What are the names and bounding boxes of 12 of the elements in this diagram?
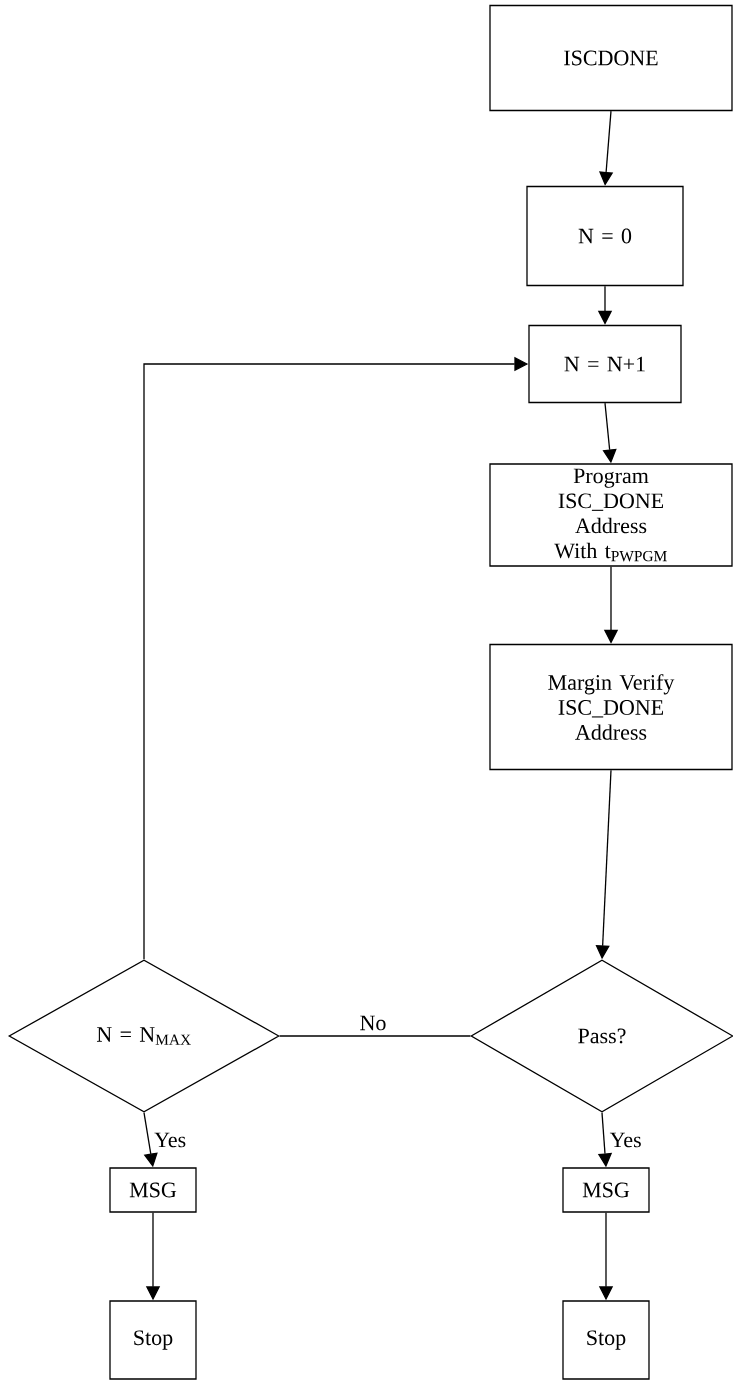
process-box: N = N+1	[528, 324, 682, 404]
process-box: MSG	[562, 1167, 650, 1213]
edge-label: No	[358, 1014, 388, 1032]
process-box: MSG	[109, 1167, 197, 1213]
process-box: N = 0	[526, 185, 684, 287]
process-box: Margin Verify ISC_DONE Address	[489, 643, 733, 771]
edge-label: Yes	[608, 1131, 643, 1149]
process-box: Stop	[109, 1300, 197, 1380]
edge-label: Yes	[153, 1131, 188, 1149]
process-box: ISCDONE	[489, 4, 733, 112]
process-box: Program ISC_DONE Address With t$_{PWPGM}$	[489, 463, 733, 567]
process-box: Stop	[562, 1300, 650, 1380]
